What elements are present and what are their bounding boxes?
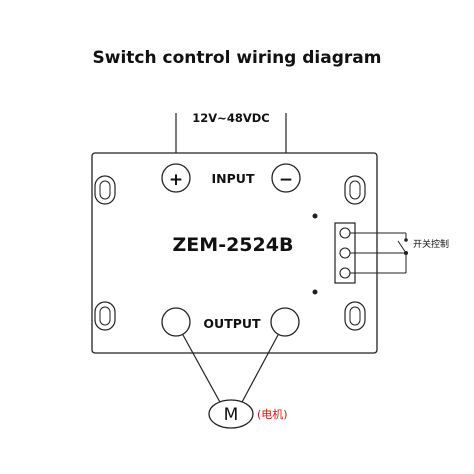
plus-symbol: + [169,170,183,190]
model-name: ZEM-2524B [173,234,294,256]
input-label: INPUT [212,171,255,186]
motor-lead-left [182,334,222,405]
switch-blade [397,240,407,254]
motor-note: (电机) [257,407,288,421]
motor-symbol: M [224,405,239,425]
diagram-title: Switch control wiring diagram [93,48,382,68]
control-terminal-2 [339,247,351,259]
control-terminal-1 [339,227,351,239]
switch-contact-top [404,238,408,242]
motor-lead-right [240,334,279,405]
output-terminal-right [270,307,300,337]
control-terminal-3 [339,267,351,279]
motor [208,399,254,429]
indicator-dot-top [312,213,318,219]
negative-input-terminal [271,163,301,193]
indicator-dot-bottom [312,289,318,295]
minus-symbol: − [279,170,293,190]
positive-input-terminal [161,163,191,193]
switch-control-label: 开关控制 [413,238,449,250]
output-terminal-left [161,307,191,337]
output-label: OUTPUT [203,316,261,331]
supply-voltage-label: 12V~48VDC [192,111,269,125]
